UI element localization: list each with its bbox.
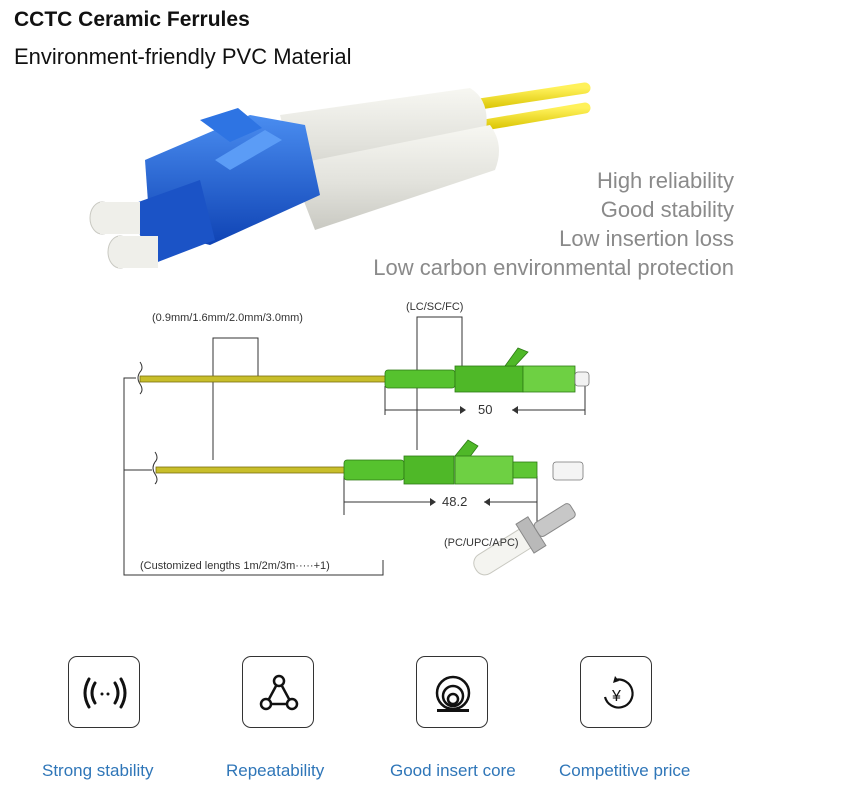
feature-item: Low carbon environmental protection [373, 255, 734, 280]
polish-type-label: (PC/UPC/APC) [444, 537, 519, 549]
fiber-core-icon [416, 656, 488, 728]
benefit-label: Repeatability [226, 761, 325, 780]
benefit-label: Strong stability [42, 761, 154, 780]
page-title: CCTC Ceramic Ferrules [14, 8, 250, 31]
feature-item: Low insertion loss [559, 226, 734, 251]
patch-cord-dimension-diagram: (0.9mm/1.6mm/2.0mm/3.0mm) (LC/SC/FC) 50 … [123, 301, 590, 576]
benefit-label: Competitive price [559, 761, 691, 780]
svg-text:¥: ¥ [611, 688, 621, 705]
cable-diameter-label: (0.9mm/1.6mm/2.0mm/3.0mm) [152, 312, 303, 324]
feature-item: Good stability [600, 197, 734, 222]
yen-refresh-icon: ¥ [580, 656, 652, 728]
feature-item: High reliability [597, 168, 734, 193]
lc-duplex-connector-image [89, 82, 591, 269]
connector-type-label: (LC/SC/FC) [406, 301, 463, 313]
benefit-label: Good insert core [390, 761, 516, 780]
lc-length-dimension: 50 [478, 402, 492, 417]
triangle-nodes-icon [242, 656, 314, 728]
page-subtitle: Environment-friendly PVC Material [14, 44, 352, 69]
benefit-icons-row: ¥ Strong stability Repeatability Good in… [0, 650, 852, 785]
custom-length-label: (Customized lengths 1m/2m/3m·····+1) [140, 560, 330, 572]
signal-waves-icon [68, 656, 140, 728]
feature-list: High reliability Good stability Low inse… [373, 166, 734, 282]
sc-length-dimension: 48.2 [442, 494, 467, 509]
